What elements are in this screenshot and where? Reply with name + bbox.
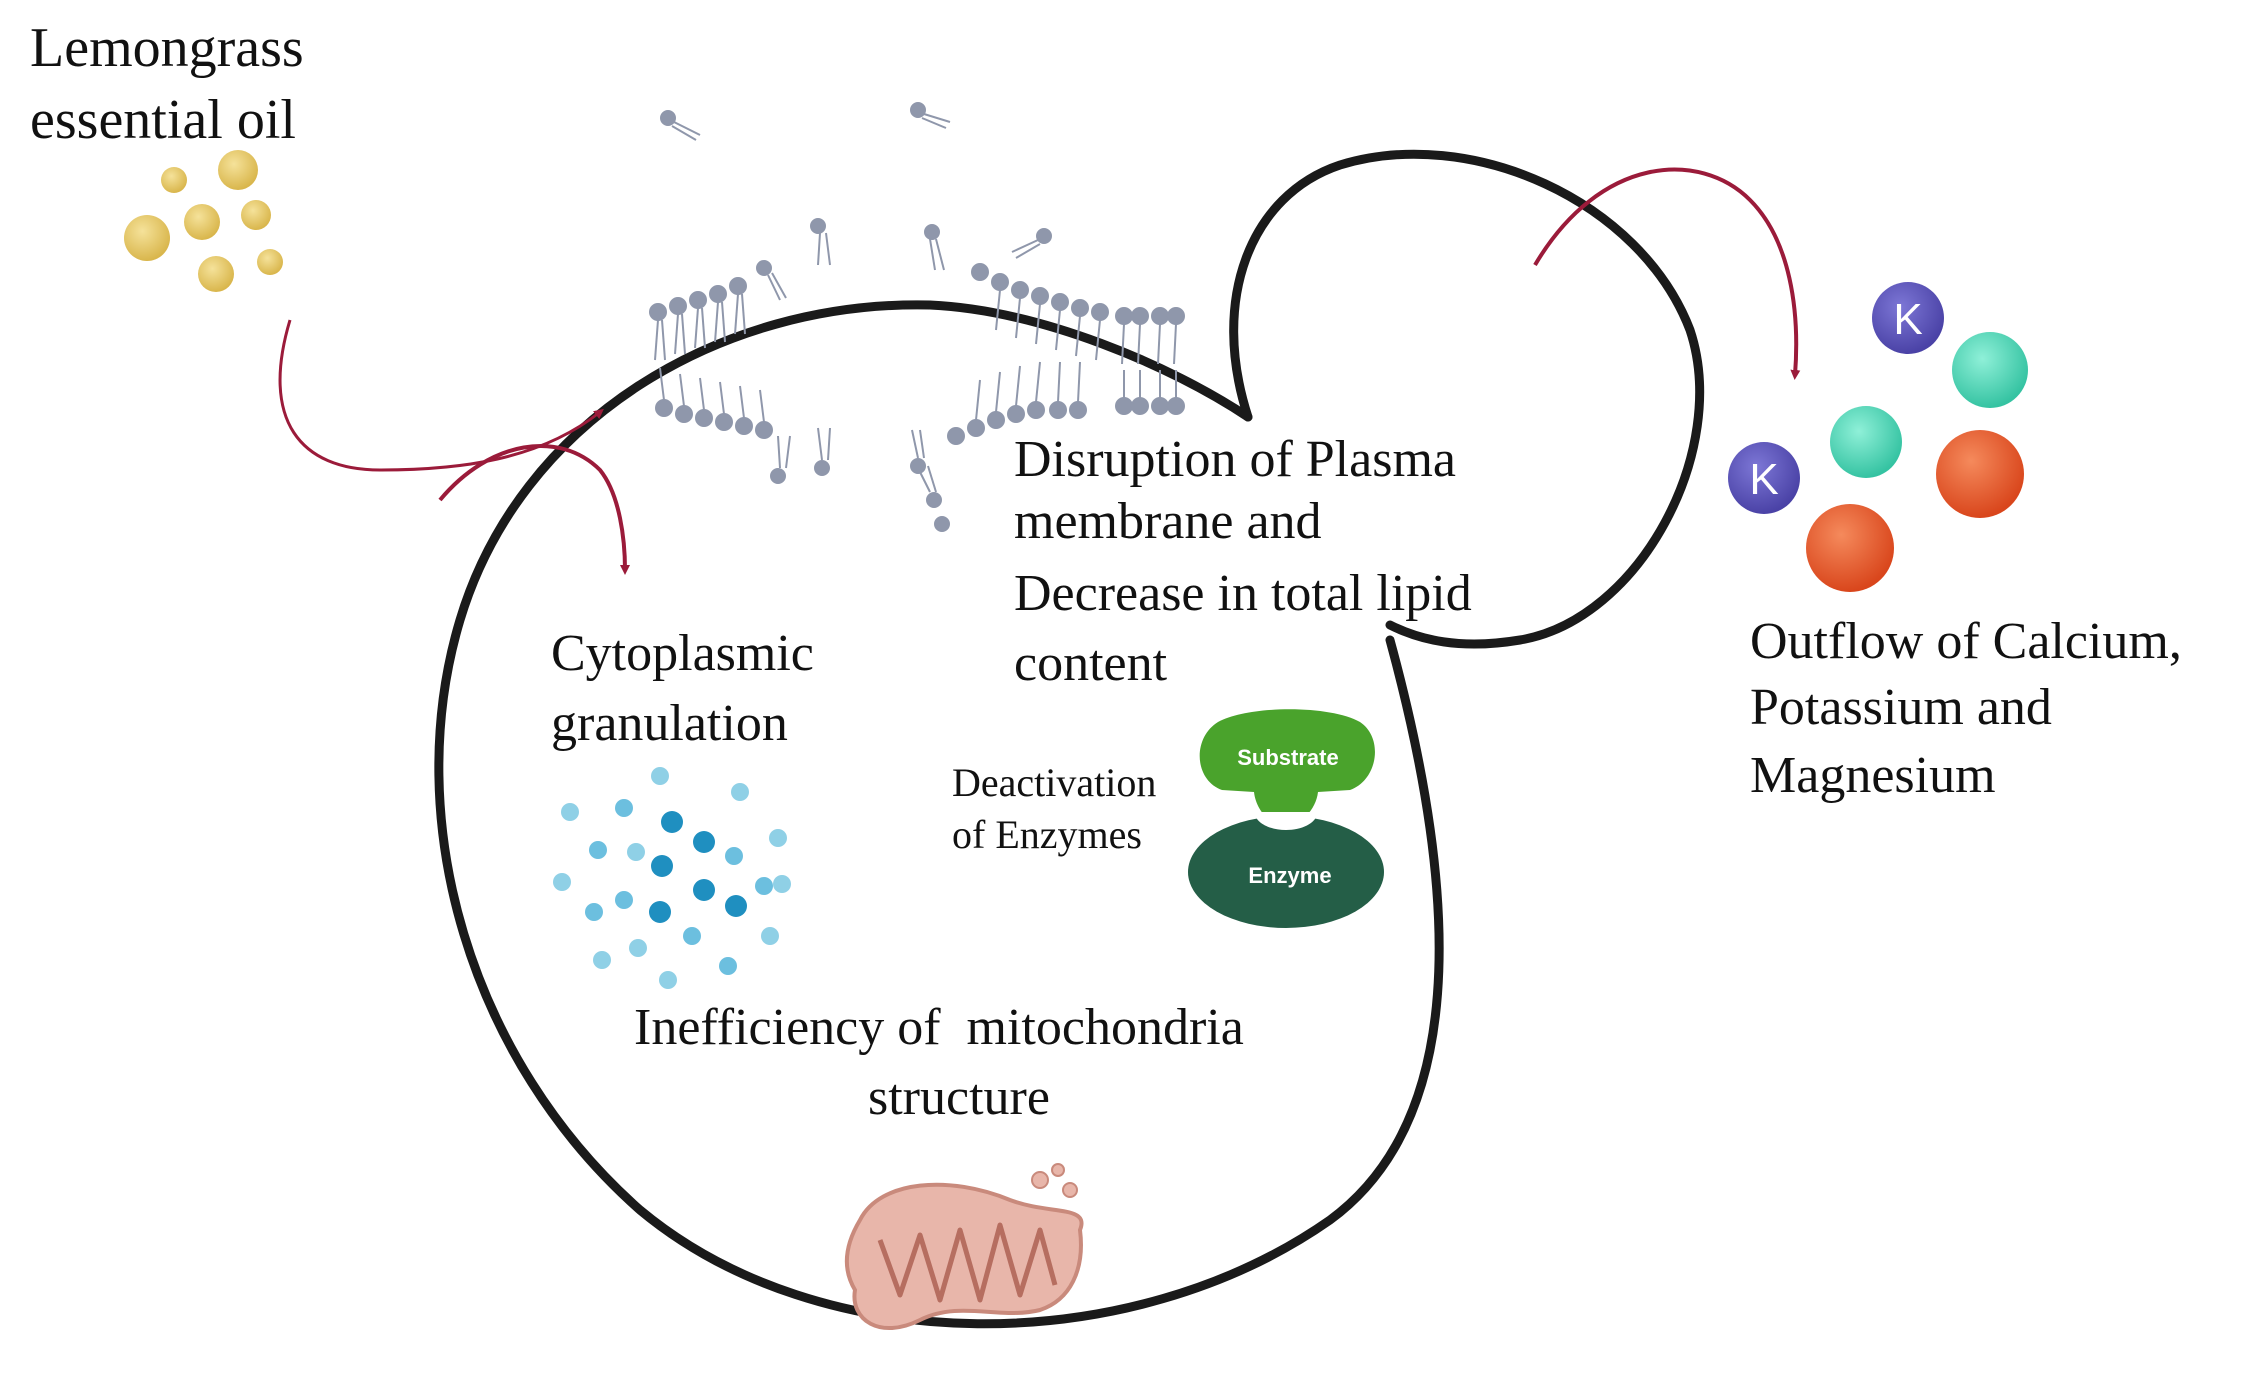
cell-membrane-outline xyxy=(434,300,1444,1329)
teal-ion-right xyxy=(1952,332,2028,408)
mitochondria-label: Inefficiency of mitochondria structure xyxy=(634,999,1244,1126)
outflow-label-line3: Magnesium xyxy=(1750,747,1996,804)
teal-ion-left xyxy=(1830,406,1902,478)
enzyme-substrate-icon: Substrate Enzyme xyxy=(1188,709,1384,928)
potassium-ion-top xyxy=(1872,282,1944,354)
cytoplasmic-label-line2: granulation xyxy=(551,695,788,752)
outflow-label: Outflow of Calcium, Potassium and Magnes… xyxy=(1750,613,2182,804)
lemongrass-label-line1: Lemongrass xyxy=(30,17,304,79)
lemongrass-label-line2: essential oil xyxy=(30,89,296,151)
arrow-to-ions xyxy=(1533,167,1801,380)
mitochondria-label-line2: structure xyxy=(868,1069,1050,1126)
oil-droplets-icon xyxy=(124,150,283,292)
disruption-label-line1: Disruption of Plasma xyxy=(1014,431,1456,488)
potassium-symbol-left: K xyxy=(1749,455,1778,504)
outflow-label-line1: Outflow of Calcium, xyxy=(1750,613,2182,670)
outflow-label-line2: Potassium and xyxy=(1750,679,2052,736)
potassium-symbol-top: K xyxy=(1893,295,1922,344)
disruption-label-line2: membrane and xyxy=(1014,493,1322,550)
potassium-ion-left xyxy=(1728,442,1800,514)
lemongrass-label: Lemongrass essential oil xyxy=(30,17,304,151)
substrate-label: Substrate xyxy=(1237,745,1338,770)
deactivation-label-line1: Deactivation xyxy=(952,760,1156,805)
mitochondrion-icon xyxy=(844,1163,1084,1331)
cytoplasmic-label-line1: Cytoplasmic xyxy=(551,625,814,682)
deactivation-label: Deactivation of Enzymes xyxy=(952,760,1156,857)
disruption-label-line4: content xyxy=(1014,635,1168,692)
cytoplasmic-label: Cytoplasmic granulation xyxy=(551,625,814,752)
mitochondria-label-line1: Inefficiency of mitochondria xyxy=(634,999,1244,1056)
deactivation-label-line2: of Enzymes xyxy=(952,812,1142,857)
granule-dots-icon xyxy=(553,767,791,989)
ion-spheres-icon: K K xyxy=(1728,282,2028,592)
disruption-label: Disruption of Plasma membrane and Decrea… xyxy=(1014,431,1472,692)
lipid-bilayer-icon xyxy=(649,102,1185,532)
enzyme-label: Enzyme xyxy=(1248,863,1331,888)
orange-ion-bottom xyxy=(1806,504,1894,592)
arrow-branch-to-cytoplasm xyxy=(438,444,630,575)
orange-ion-right xyxy=(1936,430,2024,518)
disruption-label-line3: Decrease in total lipid xyxy=(1014,565,1472,622)
cell-bud-outline xyxy=(1229,149,1704,649)
